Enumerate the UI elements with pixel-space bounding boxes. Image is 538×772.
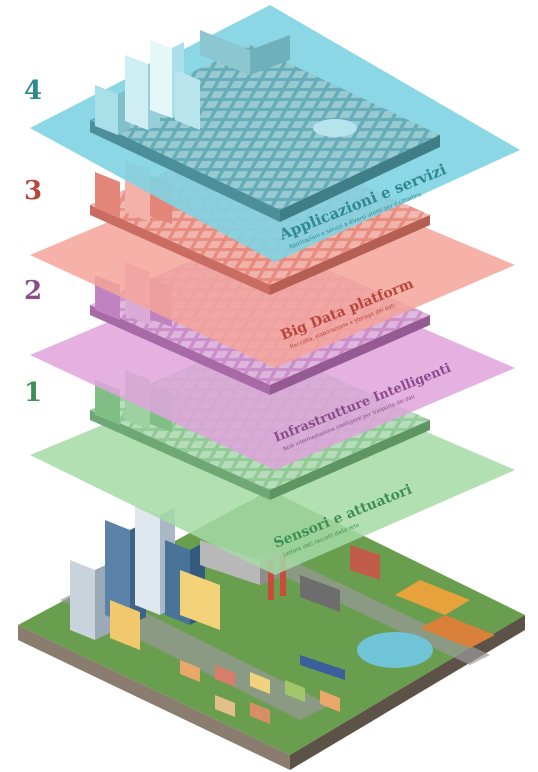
layer-1-number: 1 (24, 378, 43, 408)
field (395, 580, 470, 615)
skyscrapers (70, 505, 220, 650)
houses (180, 655, 345, 724)
layer-4-number: 4 (24, 76, 43, 106)
layer-4-plane (30, 5, 520, 262)
city-base (18, 490, 525, 770)
layer-2-number: 2 (24, 276, 43, 306)
layer-3-number: 3 (24, 176, 43, 206)
lake (357, 632, 433, 668)
